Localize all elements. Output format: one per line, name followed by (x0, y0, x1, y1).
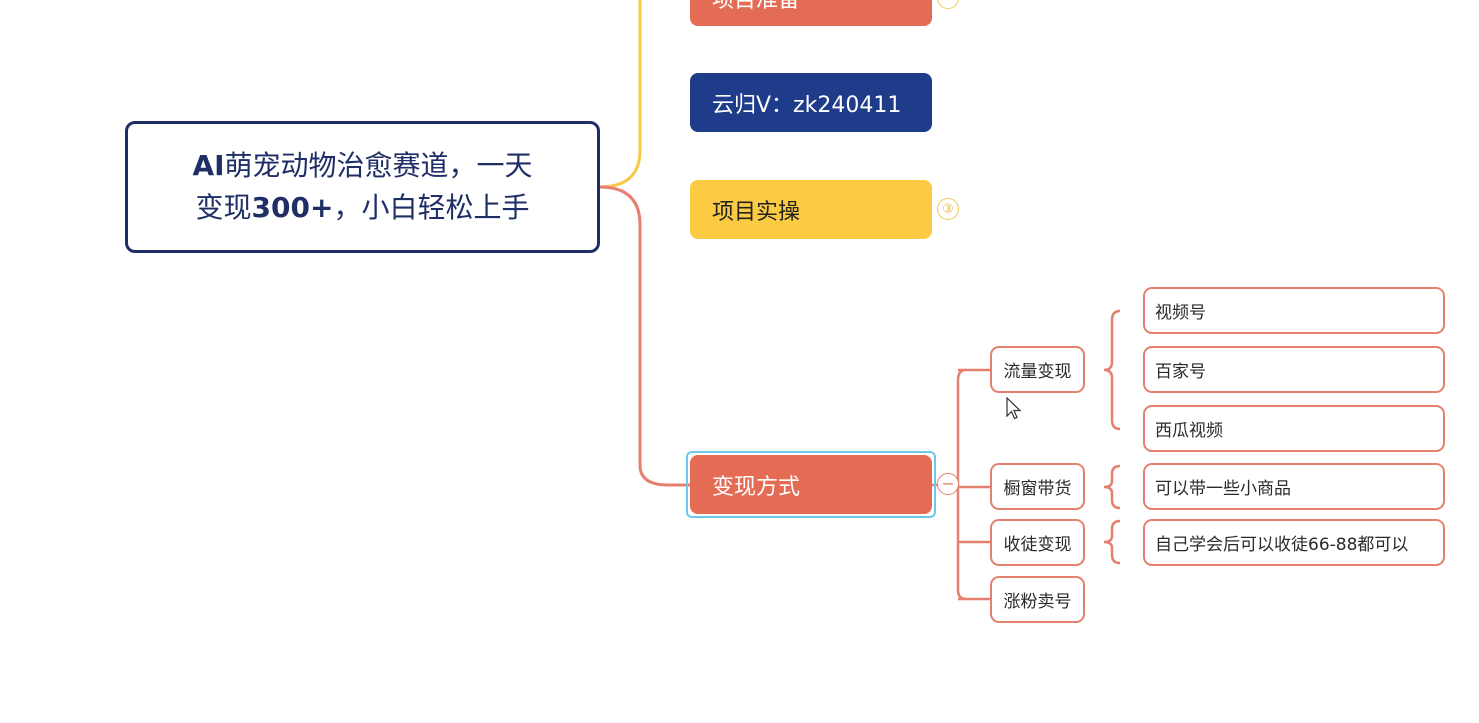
branch-contact[interactable]: 云归V：zk240411 (690, 73, 932, 132)
branch-monetization[interactable]: 变现方式 (690, 455, 932, 514)
selection-outline (686, 451, 936, 518)
leaf-topic[interactable]: 自己学会后可以收徒66-88都可以 (1143, 519, 1445, 566)
leaf-topic[interactable]: 百家号 (1143, 346, 1445, 393)
collapsed-count-badge[interactable]: ③ (937, 198, 959, 220)
branch-project-prep[interactable]: 项目准备 (690, 0, 932, 26)
leaf-topic[interactable]: 可以带一些小商品 (1143, 463, 1445, 510)
root-topic-line1: AI萌宠动物治愈赛道，一天 (192, 149, 533, 182)
leaf-topic[interactable]: 西瓜视频 (1143, 405, 1445, 452)
subtopic-sell-account[interactable]: 涨粉卖号 (990, 576, 1085, 623)
root-topic-line2: 变现300+，小白轻松上手 (195, 191, 530, 224)
subtopic-traffic[interactable]: 流量变现 (990, 346, 1085, 393)
subtopic-showcase[interactable]: 橱窗带货 (990, 463, 1085, 510)
branch-project-practice[interactable]: 项目实操 (690, 180, 932, 239)
leaf-topic[interactable]: 视频号 (1143, 287, 1445, 334)
collapse-icon[interactable]: − (937, 473, 959, 495)
collapsed-count-badge[interactable] (937, 0, 959, 9)
subtopic-apprentice[interactable]: 收徒变现 (990, 519, 1085, 566)
root-topic[interactable]: AI萌宠动物治愈赛道，一天 变现300+，小白轻松上手 (125, 121, 600, 253)
mouse-cursor-icon (1006, 397, 1022, 420)
